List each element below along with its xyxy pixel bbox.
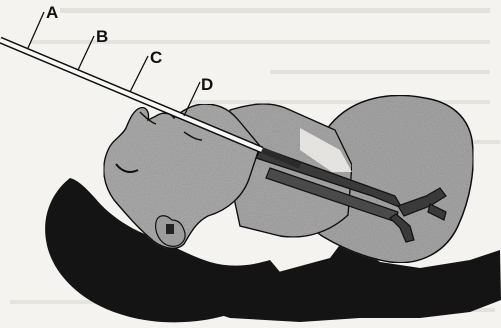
marker-c-line [130, 56, 148, 92]
marker-b: B [78, 27, 108, 70]
label-a: A [46, 3, 58, 22]
label-d: D [201, 75, 213, 94]
label-b: B [96, 27, 108, 46]
label-c: C [150, 48, 162, 67]
marker-c: C [130, 48, 162, 92]
ear-canal [166, 224, 174, 234]
